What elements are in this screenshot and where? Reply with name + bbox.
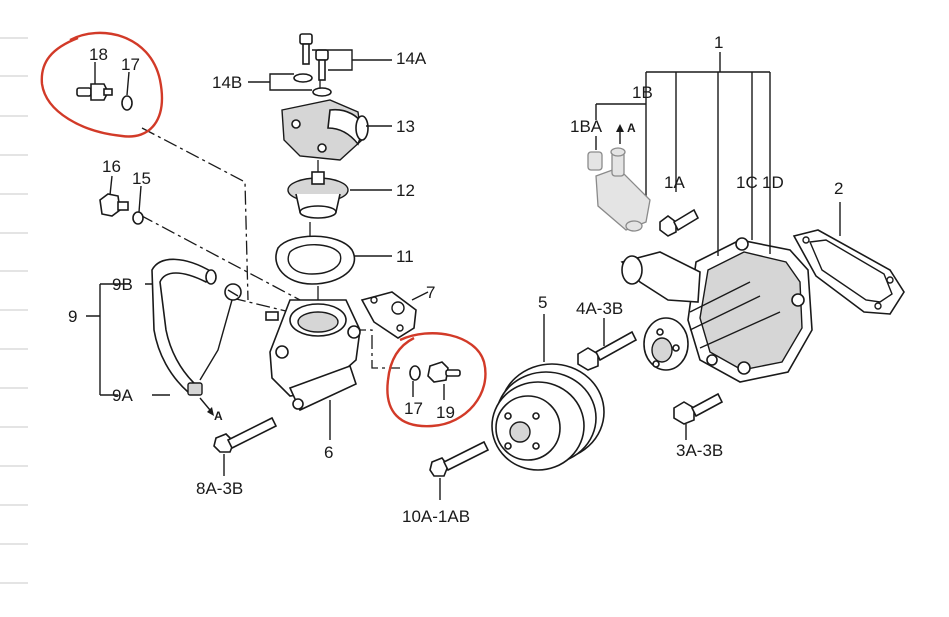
pulley-5 xyxy=(491,363,605,471)
label-1b: 1B xyxy=(632,83,653,102)
label-1ba: 1BA xyxy=(570,117,603,136)
label-9b: 9B xyxy=(112,275,133,294)
arrow-a-hose xyxy=(199,397,214,416)
gasket-11 xyxy=(275,235,356,285)
label-7: 7 xyxy=(426,283,435,302)
label-1c: 1C xyxy=(736,173,758,192)
label-1: 1 xyxy=(714,33,723,52)
label-3a-3b: 3A-3B xyxy=(676,441,723,460)
circle-around-17-19 xyxy=(386,332,487,428)
bolt-14a-right xyxy=(315,49,329,81)
fitting-18 xyxy=(76,62,113,101)
arrow-a-top xyxy=(616,124,624,144)
label-17-top: 17 xyxy=(121,55,140,74)
label-16: 16 xyxy=(102,157,121,176)
plug-16 xyxy=(99,175,129,217)
label-arrow-a-hose: A xyxy=(214,409,223,423)
washer-14b-right xyxy=(312,87,332,97)
label-11: 11 xyxy=(396,247,414,266)
label-14a: 14A xyxy=(396,49,427,68)
label-19: 19 xyxy=(436,403,455,422)
label-13: 13 xyxy=(396,117,415,136)
bolt-3a-3b xyxy=(673,392,724,425)
gasket-2 xyxy=(792,229,905,315)
o-ring-17-bottom xyxy=(409,365,421,381)
ruled-margin-lines xyxy=(0,37,28,584)
label-1d: 1D xyxy=(762,173,784,192)
label-arrow-a-top: A xyxy=(627,121,636,135)
washer-14b-left xyxy=(293,73,313,83)
bolt-8a-3b xyxy=(213,416,278,453)
water-outlet-body-6 xyxy=(265,299,361,412)
label-6: 6 xyxy=(324,443,333,462)
washer-15 xyxy=(132,211,144,225)
bolt-1a xyxy=(659,208,700,237)
hose-9b xyxy=(151,258,217,396)
fitting-1b xyxy=(595,147,651,232)
label-8a-3b: 8A-3B xyxy=(196,479,243,498)
water-pump-1 xyxy=(620,237,813,383)
label-15: 15 xyxy=(132,169,151,188)
label-1a: 1A xyxy=(664,173,685,192)
label-14b: 14B xyxy=(212,73,242,92)
label-4a-3b: 4A-3B xyxy=(576,299,623,318)
label-18: 18 xyxy=(89,45,108,64)
bolt-4a-3b xyxy=(577,330,638,371)
hose-clip xyxy=(224,283,242,301)
label-9a: 9A xyxy=(112,386,133,405)
part-labels: 18 17 16 15 9B 9 9A A 8A-3B 6 7 17 19 10… xyxy=(68,33,843,526)
circle-around-18-17 xyxy=(40,31,164,138)
label-2: 2 xyxy=(834,179,843,198)
thermostat-12 xyxy=(287,171,349,219)
gasket-7 xyxy=(360,291,417,339)
label-5: 5 xyxy=(538,293,547,312)
plug-1ba xyxy=(587,151,603,171)
bolt-10a-1ab xyxy=(429,440,490,477)
o-ring-17-top xyxy=(121,95,133,111)
label-12: 12 xyxy=(396,181,415,200)
bolt-14a-left xyxy=(299,33,313,65)
fitting-19 xyxy=(427,361,461,400)
thermostat-housing-13 xyxy=(281,99,369,161)
label-10a-1ab: 10A-1AB xyxy=(402,507,470,526)
label-17-bottom: 17 xyxy=(404,399,423,418)
label-9: 9 xyxy=(68,307,77,326)
